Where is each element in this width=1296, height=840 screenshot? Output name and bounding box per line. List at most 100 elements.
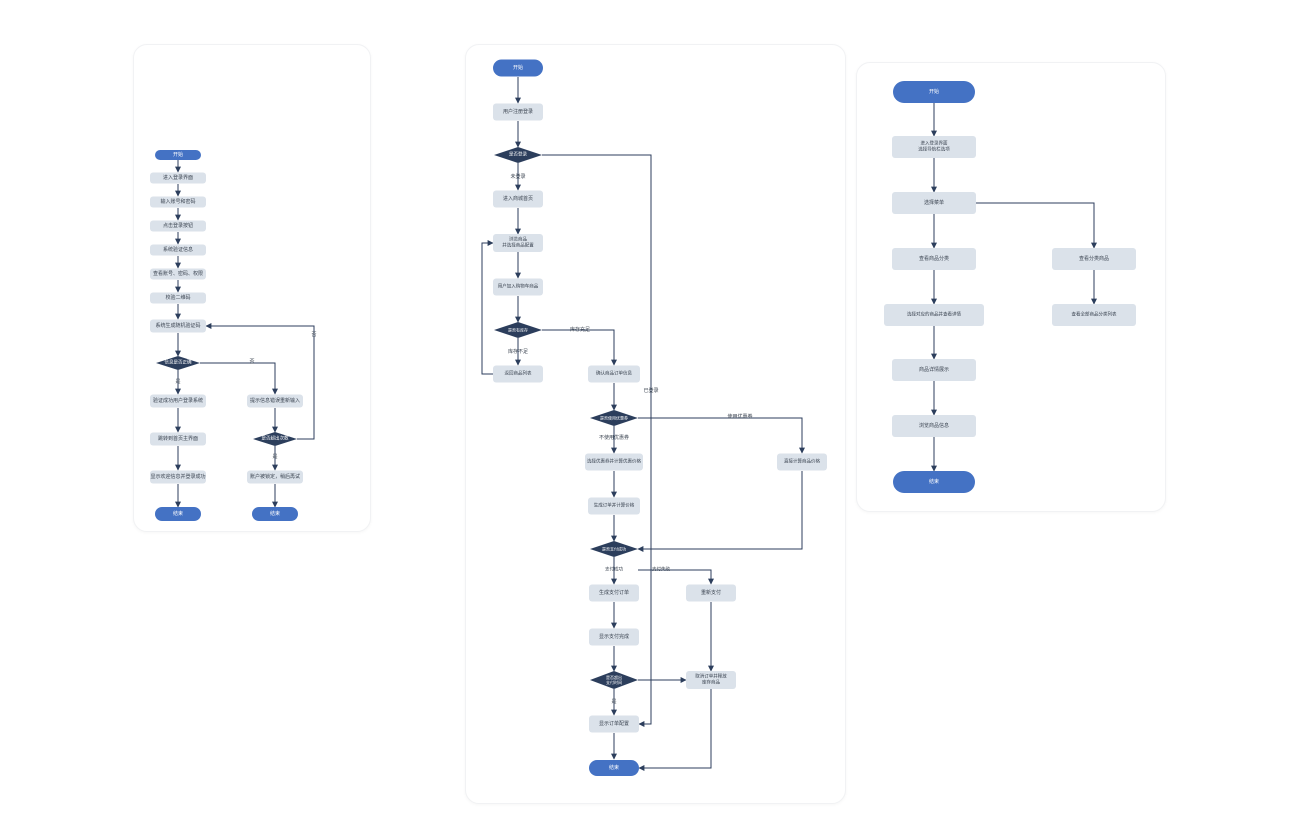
step-gen-order: 生成订单并计算价格 xyxy=(588,497,640,515)
decision-use-coupon: 是否使用优惠券 xyxy=(590,410,638,426)
decision-in-stock-shape xyxy=(494,322,542,338)
node-label: 浏览商品 xyxy=(509,236,527,243)
step-login-page: 进入登录界面 xyxy=(150,172,206,184)
edge-label: 是 xyxy=(611,699,616,705)
node-label: 提示信息错误重新输入 xyxy=(250,397,300,404)
edge-label: 是 xyxy=(175,379,180,385)
edge-label: 未登录 xyxy=(510,173,525,180)
edge-label-text: 库存不足 xyxy=(508,348,528,355)
step-welcome: 显示欢迎信息并登录成功 xyxy=(150,470,206,484)
end-terminal-1-shape xyxy=(155,507,201,521)
node-label: 是否登录 xyxy=(509,151,527,158)
node-label: 取消订单并释放 xyxy=(695,673,727,680)
edge-label-text: 支付成功 xyxy=(605,566,623,573)
start-terminal: 开始 xyxy=(893,81,975,103)
edge-label-text: 未登录 xyxy=(510,173,525,180)
step-repay-shape xyxy=(686,584,736,602)
node-label: 结束 xyxy=(173,510,183,517)
step-cancel-order-shape xyxy=(686,671,736,689)
connector-arrow xyxy=(205,323,315,440)
node-label: 进入商城首页 xyxy=(503,195,533,202)
node-label: 系统生成随机验证码 xyxy=(155,322,200,329)
step-browse-info-shape xyxy=(892,415,976,437)
connector-arrow xyxy=(542,154,652,727)
step-account-locked-shape xyxy=(247,470,303,484)
node-label: 查看分类商品 xyxy=(1079,255,1109,262)
edge-label: 支付成功 xyxy=(605,566,623,573)
step-back-list-shape xyxy=(493,365,543,383)
step-repay: 重新支付 xyxy=(686,584,736,602)
node-label: 账户被锁定，稍后再试 xyxy=(250,473,300,480)
step-browse-info: 浏览商品信息 xyxy=(892,415,976,437)
node-label: 选择对应的商品并查看详情 xyxy=(907,311,961,318)
edge-label-text: 使用优惠券 xyxy=(727,413,752,420)
step-view-category-goods-shape xyxy=(1052,248,1136,270)
step-gen-payment-shape xyxy=(589,584,639,602)
step-enter-mall-shape xyxy=(493,190,543,208)
decision-pay-timeout-shape xyxy=(590,671,638,689)
step-direct-price: 直接计算商品价格 xyxy=(777,453,827,471)
node-label: 确认商品订单信息 xyxy=(596,370,632,377)
step-account-locked: 账户被锁定，稍后再试 xyxy=(247,470,303,484)
step-gen-captcha-shape xyxy=(150,319,206,333)
step-login-nav-shape xyxy=(892,136,976,158)
edge-label: 支付失败 xyxy=(652,566,670,573)
node-label: 支付时间 xyxy=(606,679,622,685)
node-label: 返回商品列表 xyxy=(505,370,532,377)
step-verify-info-shape xyxy=(150,244,206,256)
connector-arrow xyxy=(638,689,712,771)
decision-logged-in: 是否登录 xyxy=(494,147,542,163)
edge-label: 否 xyxy=(311,332,316,338)
start-terminal-shape xyxy=(493,59,543,77)
step-select-goods-shape xyxy=(884,304,984,326)
edge-label: 否 xyxy=(249,359,254,365)
step-show-config: 显示订单配置 xyxy=(589,715,639,733)
node-label: 是否超出次数 xyxy=(262,435,289,442)
node-label: 查看全部商品分类列表 xyxy=(1072,311,1117,318)
start-terminal-shape xyxy=(155,150,201,160)
node-label: 商品详情展示 xyxy=(919,366,949,373)
step-login-success: 验证成功用户登录系统 xyxy=(150,394,206,408)
step-go-home: 跳转到首页主界面 xyxy=(150,432,206,446)
flowchart-panel-login xyxy=(133,44,371,532)
node-label: 生成订单并计算价格 xyxy=(594,502,635,509)
start-terminal: 开始 xyxy=(493,59,543,77)
edge-label: 使用优惠券 xyxy=(727,413,752,420)
node-label: 点击登录按钮 xyxy=(163,222,193,229)
edge-label-text: 库存充足 xyxy=(570,326,590,333)
step-click-login-shape xyxy=(150,220,206,232)
node-label: 查看商品分类 xyxy=(919,255,949,262)
step-input-credentials: 输入账号和密码 xyxy=(150,196,206,208)
end-terminal: 结束 xyxy=(893,471,975,493)
node-label: 显示欢迎信息并登录成功 xyxy=(150,473,205,480)
step-retry-input-shape xyxy=(247,394,303,408)
node-label: 结束 xyxy=(270,510,280,517)
step-add-cart-shape xyxy=(493,278,543,296)
step-login-page-shape xyxy=(150,172,206,184)
edge-label-text: 否 xyxy=(249,359,254,365)
edge-label-text: 不使用优惠券 xyxy=(599,434,629,441)
step-register-login: 用户注册登录 xyxy=(493,103,543,121)
step-add-cart: 用户加入购物车商品 xyxy=(493,278,543,296)
step-check-permissions: 查看账号、密码、权限 xyxy=(150,268,206,280)
end-terminal-2: 结束 xyxy=(252,507,298,521)
step-browse-select-shape xyxy=(493,234,543,252)
node-label: 浏览商品信息 xyxy=(919,422,949,429)
node-label: 重新支付 xyxy=(701,589,721,596)
connector-arrow xyxy=(200,362,278,395)
end-terminal-1: 结束 xyxy=(155,507,201,521)
node-label: 选择优惠券并计算优惠价格 xyxy=(587,458,641,465)
edge-label: 不使用优惠券 xyxy=(599,434,629,441)
connector-arrow xyxy=(637,471,803,552)
decision-in-stock: 是否有库存 xyxy=(494,322,542,338)
edge-label-text: 是 xyxy=(272,454,277,460)
decision-over-limit-shape xyxy=(253,432,297,446)
step-pay-complete: 显示支付完成 xyxy=(589,628,639,646)
step-select-menu: 选择菜单 xyxy=(892,192,976,214)
step-select-coupon: 选择优惠券并计算优惠价格 xyxy=(585,453,643,471)
node-label: 验证成功用户登录系统 xyxy=(153,397,203,404)
